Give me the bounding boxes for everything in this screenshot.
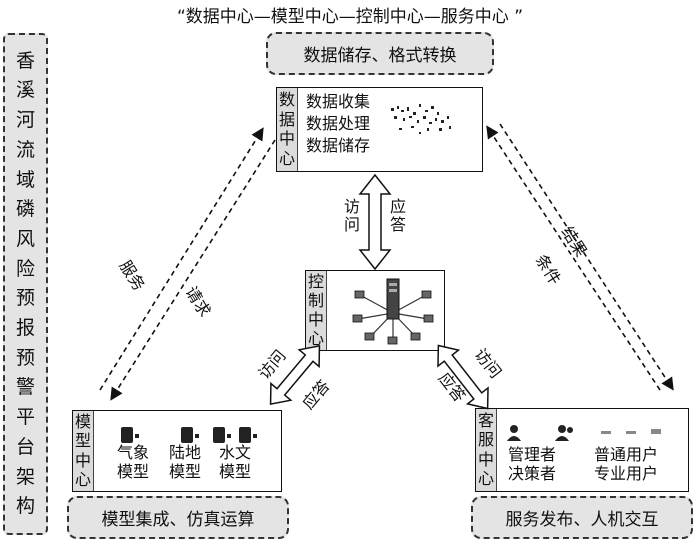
platform-title-char: 险 [15, 257, 35, 280]
data-center-item: 数据收集 [306, 92, 371, 111]
control-center-box: 控制中心 [305, 270, 445, 351]
data-center-tag-char: 数 [278, 89, 295, 109]
right-arrow-up [486, 125, 661, 391]
service-center-tag-char: 服 [477, 430, 494, 450]
label-char: 问 [344, 214, 361, 234]
control-center-tag-char: 中 [307, 310, 324, 329]
left-double-arrow [269, 344, 321, 406]
label-top-reply: 应答 [390, 198, 406, 233]
model-center-tag: 模型中心 [73, 411, 94, 491]
platform-title-char: 构 [15, 495, 35, 518]
label-char: 答 [390, 214, 407, 234]
data-center-items: 数据收集数据处理数据储存 [306, 92, 370, 159]
control-center-tag-char: 心 [307, 329, 324, 348]
service-public-users: 普通用户专业用户 [594, 445, 659, 484]
data-storage-pill: 数据储存、格式转换 [266, 32, 494, 75]
label-top-visit: 访问 [344, 198, 360, 233]
model-weather: 气象模型 [117, 443, 150, 482]
data-center-tag-char: 心 [278, 149, 295, 169]
platform-title-char: 台 [15, 435, 35, 458]
data-center-tag: 数据中心 [277, 88, 298, 171]
model-center-tag-char: 心 [74, 469, 91, 489]
service-center-box: 客服中心 管理者决策者 普通用户专业用户 [475, 408, 689, 492]
platform-title-char: 警 [15, 376, 35, 399]
service-center-tag-char: 客 [477, 410, 494, 430]
data-center-tag-char: 中 [278, 129, 295, 149]
left-arrow-up [99, 127, 264, 391]
model-center-tag-char: 模 [74, 412, 91, 432]
model-center-box: 模型中心 气象模型 陆地模型 水文模型 [72, 410, 282, 492]
right-arrow-down [499, 123, 674, 391]
diagram-title: “数据中心—模型中心—控制中心—服务中心 ” [176, 7, 524, 27]
data-center-tag-char: 据 [278, 109, 295, 129]
model-center-tag-char: 中 [74, 450, 91, 470]
model-land: 陆地模型 [169, 443, 202, 482]
platform-title-char: 平 [15, 406, 35, 429]
right-double-arrow [437, 344, 489, 410]
control-center-tag: 控制中心 [306, 271, 327, 350]
data-center-item: 数据处理 [306, 114, 371, 134]
model-center-tag-char: 型 [74, 431, 91, 451]
model-hydrology: 水文模型 [219, 443, 252, 482]
left-arrow-down [110, 139, 276, 401]
platform-title-char: 报 [15, 317, 35, 340]
platform-title-char: 流 [15, 138, 35, 161]
platform-title-bar: 香溪河流域磷风险预报预警平台架构 [3, 33, 48, 535]
service-publish-pill: 服务发布、人机交互 [471, 496, 693, 539]
model-integration-pill: 模型集成、仿真运算 [67, 496, 289, 539]
label-char: 应 [390, 197, 407, 216]
platform-title-char: 溪 [15, 79, 35, 102]
platform-title-char: 风 [15, 227, 35, 250]
vertical-double-arrow [358, 173, 392, 271]
platform-title-char: 域 [15, 168, 35, 191]
control-center-tag-char: 制 [307, 291, 324, 310]
platform-title-char: 河 [15, 109, 35, 132]
label-char: 访 [344, 197, 361, 216]
control-center-tag-char: 控 [307, 272, 324, 291]
platform-title-char: 架 [15, 465, 35, 488]
platform-title-char: 磷 [15, 198, 35, 221]
service-center-tag: 客服中心 [476, 409, 497, 491]
model-icons [121, 427, 257, 443]
user-icons [507, 425, 661, 441]
data-center-item: 数据储存 [306, 136, 371, 156]
service-admin-users: 管理者决策者 [508, 445, 557, 484]
platform-title-char: 预 [15, 346, 35, 369]
data-points-icon [391, 104, 451, 134]
service-center-tag-char: 心 [477, 469, 494, 489]
service-center-tag-char: 中 [477, 449, 494, 469]
network-server-icon [352, 278, 434, 345]
platform-title-char: 预 [15, 287, 35, 310]
data-center-box: 数据中心 数据收集数据处理数据储存 [276, 87, 483, 172]
platform-title-char: 香 [15, 49, 35, 72]
